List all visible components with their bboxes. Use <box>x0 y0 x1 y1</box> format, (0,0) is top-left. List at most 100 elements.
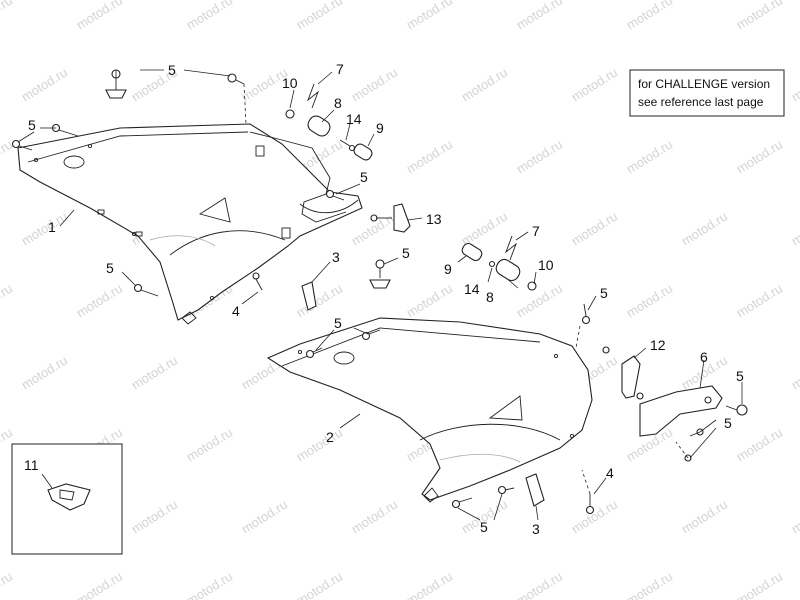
nut-10-b <box>527 281 537 291</box>
callout-5: 5 <box>334 315 342 331</box>
fairing-panel-left <box>17 123 363 325</box>
screw-5-lower-a <box>305 347 323 359</box>
callout-7: 7 <box>532 223 540 239</box>
callout-13: 13 <box>426 211 442 227</box>
watermark-text: motod.ru <box>129 353 180 393</box>
watermark-text: motod.ru <box>789 497 800 537</box>
watermark-text: motod.ru <box>404 0 455 33</box>
watermark-text: motod.ru <box>184 569 235 600</box>
clip-7-b <box>505 235 517 261</box>
callout-10: 10 <box>282 75 298 91</box>
leader-lines <box>17 69 743 521</box>
watermark-text: motod.ru <box>129 497 180 537</box>
nut-10-a <box>285 109 295 119</box>
watermark-text: motod.ru <box>679 497 730 537</box>
watermark-text: motod.ru <box>404 281 455 321</box>
detail-box-11 <box>11 443 123 555</box>
watermark-text: motod.ru <box>734 425 785 465</box>
watermark-text: motod.ru <box>294 425 345 465</box>
screw-5-lower-left <box>133 283 159 297</box>
callout-7: 7 <box>336 61 344 77</box>
callout-5: 5 <box>360 169 368 185</box>
watermark-text: motod.ru <box>734 569 785 600</box>
watermark-text: motod.ru <box>624 0 675 33</box>
callout-2: 2 <box>326 429 334 445</box>
screw-5-far-right <box>725 404 748 416</box>
watermark-text: motod.ru <box>789 353 800 393</box>
watermark-text: motod.ru <box>404 137 455 177</box>
screw-5-center <box>375 259 385 278</box>
watermark-text: motod.ru <box>19 209 70 249</box>
watermark-text: motod.ru <box>734 137 785 177</box>
watermark-text: motod.ru <box>349 497 400 537</box>
callout-1: 1 <box>48 219 56 235</box>
watermark-text: motod.ru <box>569 209 620 249</box>
watermark-text: motod.ru <box>514 137 565 177</box>
watermark-text: motod.ru <box>74 569 125 600</box>
watermark-text: motod.ru <box>789 209 800 249</box>
bushing-9-a <box>353 143 373 161</box>
callout-5: 5 <box>168 62 176 78</box>
pin-14-b <box>488 260 496 268</box>
callout-5: 5 <box>28 117 36 133</box>
note-line-1: for CHALLENGE version <box>638 77 770 91</box>
pin-14-a <box>339 139 351 147</box>
watermark-text: motod.ru <box>349 65 400 105</box>
clip-3-a <box>301 281 317 311</box>
bracket-6 <box>639 385 723 437</box>
callout-5: 5 <box>736 368 744 384</box>
clip-7-a <box>307 83 319 109</box>
bracket-13 <box>393 203 411 233</box>
callout-5: 5 <box>480 519 488 535</box>
note-line-2: see reference last page <box>638 95 764 109</box>
hardware-parts <box>11 69 748 515</box>
screw-5-left-b <box>51 123 79 137</box>
watermark-text: motod.ru <box>679 209 730 249</box>
watermark-text: motod.ru <box>0 569 15 600</box>
callout-4: 4 <box>606 465 614 481</box>
watermark-text: motod.ru <box>789 65 800 105</box>
screw-5-left-a <box>11 139 33 151</box>
watermark-text: motod.ru <box>459 209 510 249</box>
callout-5: 5 <box>402 245 410 261</box>
watermark-text: motod.ru <box>624 281 675 321</box>
screw-5-mid <box>325 189 345 201</box>
watermark-text: motod.ru <box>0 281 15 321</box>
note-box: for CHALLENGE version see reference last… <box>629 69 785 117</box>
watermark-text: motod.ru <box>239 497 290 537</box>
callout-10: 10 <box>538 257 554 273</box>
callout-3: 3 <box>332 249 340 265</box>
screw-5-bottom-b <box>497 485 515 495</box>
watermark-text: motod.ru <box>569 65 620 105</box>
watermark-text: motod.ru <box>184 0 235 33</box>
callout-4: 4 <box>232 303 240 319</box>
callout-14: 14 <box>346 111 362 127</box>
callout-8: 8 <box>334 95 342 111</box>
bracket-12 <box>621 355 641 399</box>
screw-4-a <box>252 272 263 291</box>
bushing-9-b <box>461 242 483 262</box>
watermark-text: motod.ru <box>734 0 785 33</box>
bushing-8-b <box>495 258 521 282</box>
screw-5-top-b <box>227 73 245 85</box>
callout-11: 11 <box>24 457 39 473</box>
watermark-text: motod.ru <box>569 497 620 537</box>
watermark-text: motod.ru <box>514 569 565 600</box>
callout-9: 9 <box>444 261 452 277</box>
watermark-text: motod.ru <box>184 425 235 465</box>
callout-6: 6 <box>700 349 708 365</box>
screw-5-right-top <box>581 303 591 325</box>
watermark-text: motod.ru <box>74 281 125 321</box>
screw-5-bottom-a <box>451 497 473 509</box>
callout-labels: 5 5 1 5 4 10 7 8 14 9 5 13 3 5 5 2 7 9 1… <box>24 61 744 537</box>
callout-3: 3 <box>532 521 540 537</box>
screw-4-b <box>585 494 595 515</box>
callout-5: 5 <box>600 285 608 301</box>
watermark-text: motod.ru <box>294 0 345 33</box>
watermark-text: motod.ru <box>294 569 345 600</box>
watermark-text: motod.ru <box>0 0 15 33</box>
watermark-text: motod.ru <box>514 281 565 321</box>
watermark-text: motod.ru <box>624 569 675 600</box>
callout-14: 14 <box>464 281 480 297</box>
